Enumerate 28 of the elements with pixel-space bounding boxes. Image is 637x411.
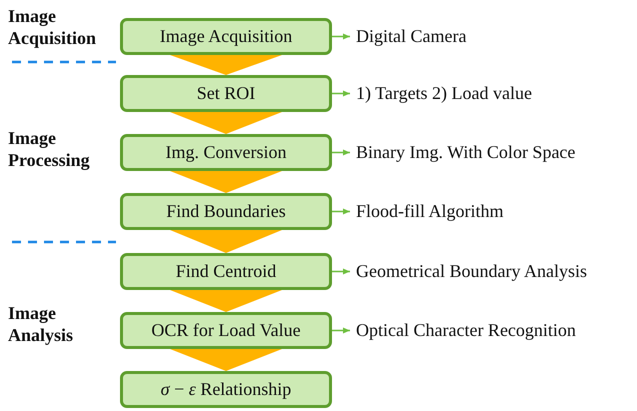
description-text: Geometrical Boundary Analysis [356,253,587,290]
arrow [332,150,350,156]
flow-chevron [170,290,282,312]
section-label: Image Processing [8,127,91,171]
flow-chevron [170,230,282,253]
flow-chevron [170,171,282,193]
arrow [332,268,350,274]
arrow [332,34,350,40]
description-text: Optical Character Recognition [356,312,576,349]
flow-chevron [170,349,282,371]
section-label: Image Analysis [8,302,74,346]
process-box: σ − ε Relationship [120,371,332,408]
process-box: Set ROI [120,75,332,112]
arrow [332,328,350,334]
process-box: Image Acquisition [120,18,332,55]
arrow [332,208,350,214]
description-text: Flood-fill Algorithm [356,193,504,230]
arrow [332,90,350,96]
section-label: Image Acquisition [8,5,98,49]
process-box: Find Boundaries [120,193,332,230]
flow-chevron [170,112,282,134]
flow-chevron [170,55,282,75]
description-text: Binary Img. With Color Space [356,134,576,171]
process-box: OCR for Load Value [120,312,332,349]
description-text: Digital Camera [356,18,466,55]
process-box: Find Centroid [120,253,332,290]
description-text: 1) Targets 2) Load value [356,75,532,112]
process-box: Img. Conversion [120,134,332,171]
